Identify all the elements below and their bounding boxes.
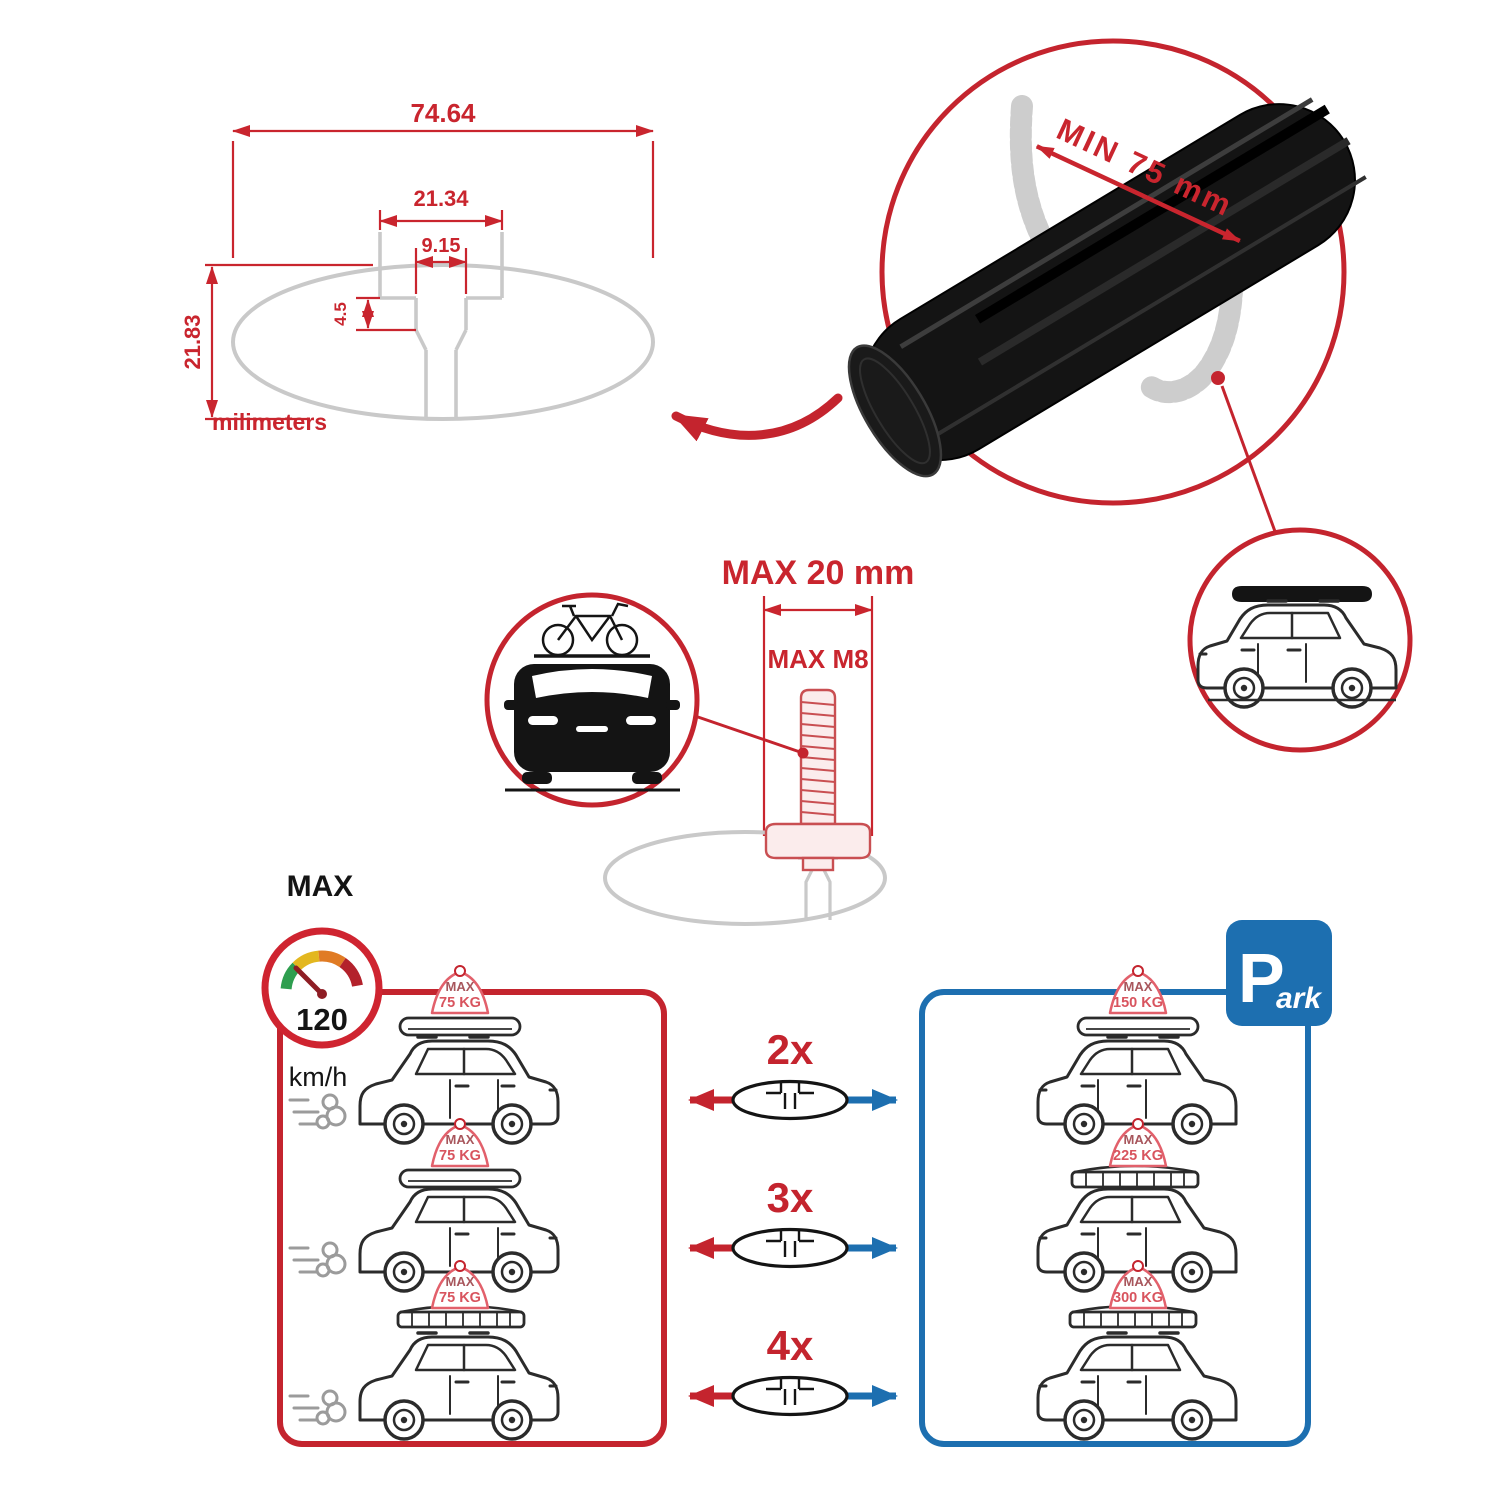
dim-overall-height: 21.83 xyxy=(180,263,373,421)
load-flag-value: 75 KG xyxy=(439,995,481,1011)
load-flag-value: 300 KG xyxy=(1113,1290,1163,1306)
roof-box-icon xyxy=(398,1016,522,1037)
max-thread-label: MAX M8 xyxy=(767,644,868,674)
parked-cars: MAX 150 KG MAX 225 KG MAX 300 KG xyxy=(1036,964,1238,1441)
load-flag-max-label: MAX xyxy=(1124,979,1153,994)
load-flag-max-label: MAX xyxy=(446,1274,475,1289)
dim-channel-width-value: 21.34 xyxy=(413,186,469,211)
load-flag-max-label: MAX xyxy=(446,979,475,994)
count-label-2: 3x xyxy=(767,1174,814,1221)
bike-icon xyxy=(534,602,650,658)
park-sign-suffix: ark xyxy=(1276,982,1322,1015)
load-flag-value: 75 KG xyxy=(439,1290,481,1306)
load-flag: MAX 300 KG xyxy=(1108,1259,1168,1310)
driving-car-row-3: MAX 75 KG xyxy=(288,1259,560,1441)
count-label-3: 4x xyxy=(767,1322,814,1369)
parked-car-row-3: MAX 300 KG xyxy=(1036,1259,1238,1441)
park-sign: P ark xyxy=(1226,920,1332,1026)
crossbar-count-icon-3 xyxy=(731,1375,849,1417)
driving-car-row-2: MAX 75 KG xyxy=(288,1117,560,1293)
crossbar-count-icon-1 xyxy=(731,1079,849,1121)
load-flag-value: 75 KG xyxy=(439,1148,481,1164)
load-flag: MAX 75 KG xyxy=(430,1259,490,1310)
dim-slot-width-value: 9.15 xyxy=(422,235,461,257)
bolt-icon xyxy=(764,688,872,872)
speed-limit-gauge: MAX 120 km/h xyxy=(261,870,383,1092)
dim-overall-height-value: 21.83 xyxy=(180,314,205,369)
speed-max-label: MAX xyxy=(287,870,354,903)
load-flag-value: 225 KG xyxy=(1113,1148,1163,1164)
speed-unit: km/h xyxy=(289,1062,348,1092)
load-flag-max-label: MAX xyxy=(1124,1274,1153,1289)
parked-car-row-2: MAX 225 KG xyxy=(1036,1117,1238,1293)
load-flag-max-label: MAX xyxy=(446,1132,475,1147)
load-flag-value: 150 KG xyxy=(1113,995,1163,1011)
driving-car-row-1: MAX 75 KG xyxy=(288,964,560,1145)
crossbar-cross-section-diagram: 74.64 21.34 9.15 4.5 21.83 milimeters xyxy=(180,98,655,435)
park-sign-plate xyxy=(1226,920,1332,1026)
roof-box-icon xyxy=(1076,1016,1200,1037)
dim-lip-height: 4.5 xyxy=(331,296,416,332)
crossbar-detail-circle: MIN 75 mm xyxy=(847,38,1367,549)
speedometer-icon xyxy=(261,927,383,1049)
count-label-1: 2x xyxy=(767,1026,814,1073)
crossbar-count-icon-2 xyxy=(731,1227,849,1269)
car-bike-circle xyxy=(484,592,809,808)
bolt-point-dot xyxy=(797,747,809,759)
load-flag: MAX 225 KG xyxy=(1108,1117,1168,1168)
max-length-label: MAX 20 mm xyxy=(722,554,915,592)
clamp-point-dot xyxy=(1211,371,1225,385)
dim-overall-width: 74.64 xyxy=(231,98,655,258)
load-flag: MAX 75 KG xyxy=(430,964,490,1015)
profile-outline xyxy=(231,232,655,421)
dim-slot-width: 9.15 xyxy=(414,235,468,294)
dim-channel-width: 21.34 xyxy=(378,186,504,230)
driving-cars: MAX 75 KG MAX 75 KG MAX 75 KG xyxy=(288,964,560,1441)
dim-lip-height-value: 4.5 xyxy=(331,302,350,326)
suv-with-roofbox-icon xyxy=(1196,586,1398,709)
detail-callout-arrow xyxy=(671,393,843,442)
load-flag: MAX 150 KG xyxy=(1108,964,1168,1015)
bolt-diagram: MAX 20 mm MAX M8 xyxy=(484,554,915,926)
roof-box-icon xyxy=(398,1168,522,1189)
bar-count-rows: 2x 3x 4x xyxy=(688,1026,898,1417)
load-flag: MAX 75 KG xyxy=(430,1117,490,1168)
parked-car-row-1: MAX 150 KG xyxy=(1036,964,1238,1145)
speed-value: 120 xyxy=(296,1002,348,1037)
dim-overall-width-value: 74.64 xyxy=(410,98,476,128)
units-label: milimeters xyxy=(212,409,327,435)
load-flag-max-label: MAX xyxy=(1124,1132,1153,1147)
suv-roofbox-circle xyxy=(1187,527,1413,753)
car-front-icon xyxy=(504,664,680,792)
gauge-needle xyxy=(293,965,325,997)
callout-line-to-bolt xyxy=(694,714,801,754)
callout-line-to-suv xyxy=(1220,385,1283,549)
park-sign-letter: P xyxy=(1238,939,1285,1017)
